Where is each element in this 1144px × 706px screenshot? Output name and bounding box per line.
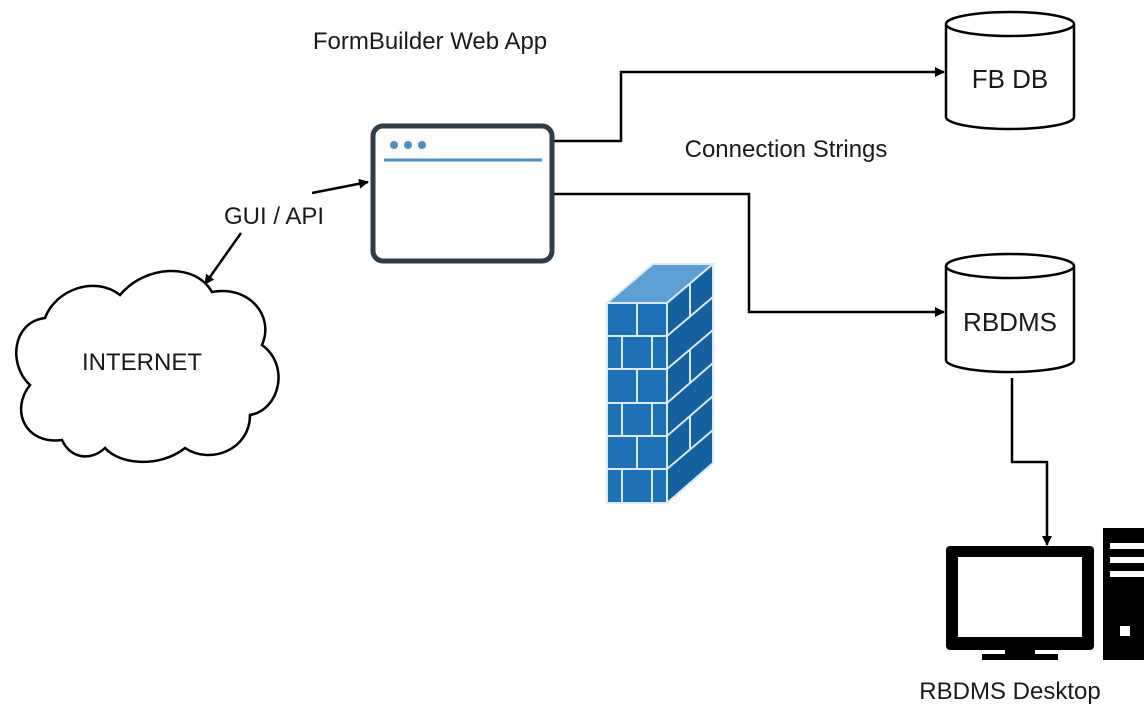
connectors [203,67,1052,546]
rbdms-cylinder [944,252,1076,374]
browser-window-icon [370,123,555,264]
connector-internet-to-webapp [311,178,369,195]
monitor-screen [958,557,1082,637]
web-app-window [370,123,555,264]
database-cylinder-icon [944,24,1076,131]
connector-webapp-to-rbdms [554,192,945,317]
window-dot [390,141,398,149]
connection-strings-label: Connection Strings [685,136,888,163]
fb-db-label: FB DB [972,64,1049,94]
cylinder-top [944,252,1076,280]
tower-slot [1110,543,1144,549]
monitor-base [982,654,1058,660]
connector-rbdms-to-desktop [1010,378,1052,546]
monitor-stand [1005,650,1035,656]
tower-power-button [1120,626,1130,636]
connector-webapp-to-fbdb [554,67,945,143]
window-dot [404,141,412,149]
fb-db-cylinder [944,10,1076,131]
firewall-icon [604,261,716,506]
tower-case [1103,528,1144,660]
database-cylinder-icon [944,266,1076,374]
window-dot [418,141,426,149]
cloud-icon [15,269,280,464]
gui-api-label: GUI / API [224,203,324,230]
tower-slot [1110,571,1144,577]
desktop-computer-icon [946,528,1144,660]
internet-label: INTERNET [82,349,202,376]
web-app-label: FormBuilder Web App [313,28,547,55]
tower-slot [1110,557,1144,563]
rbdms-label: RBDMS [963,307,1057,337]
firewall-mortar-lines [607,284,714,503]
rbdms-desktop-label: RBDMS Desktop [919,678,1100,705]
cylinder-top [944,10,1076,38]
internet-cloud [15,269,280,464]
connector-to-internet [203,232,243,285]
